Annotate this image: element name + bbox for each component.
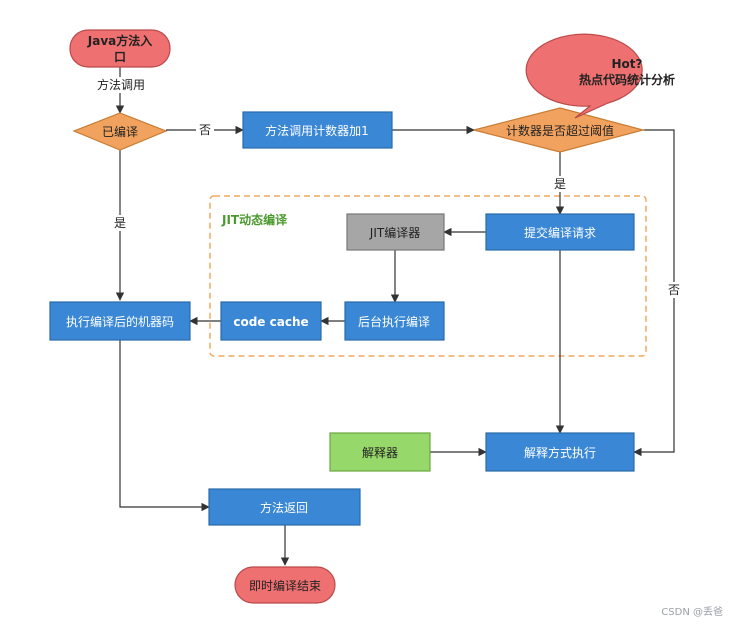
interpreter-label: 解释器 (362, 446, 398, 460)
code-cache-label: code cache (233, 315, 308, 329)
watermark: CSDN @丢爸 (661, 607, 723, 618)
execute-machine-code-node (49, 301, 191, 341)
background-compile-node (344, 301, 445, 341)
hot-callout-bubble (525, 33, 643, 119)
code-cache-node (220, 301, 322, 341)
method-return-label: 方法返回 (260, 500, 308, 515)
edge-label-yes-compiled: 是 (114, 216, 126, 230)
interpret-execute-node (485, 432, 635, 472)
submit-request-label: 提交编译请求 (524, 225, 596, 240)
background-compile-label: 后台执行编译 (358, 314, 430, 329)
execute-machine-code-label: 执行编译后的机器码 (66, 314, 174, 329)
interpreter-node (329, 432, 431, 472)
compiled-decision-label: 已编译 (102, 124, 138, 139)
start-label-line2: 口 (114, 50, 126, 64)
end-label: 即时编译结束 (249, 578, 321, 593)
edge-label-no-compiled: 否 (199, 123, 211, 137)
start-node (69, 29, 171, 68)
jit-compiler-node (346, 213, 445, 251)
jit-group-title: JIT动态编译 (221, 212, 288, 227)
submit-request-node (485, 213, 635, 251)
start-label-line1: Java方法入 (87, 33, 152, 48)
edge-label-method-call: 方法调用 (97, 77, 145, 92)
jit-compiler-label: JIT编译器 (369, 225, 420, 240)
end-node (234, 566, 336, 604)
jit-group-box (209, 195, 647, 357)
interpret-execute-label: 解释方式执行 (524, 445, 596, 460)
edge-execute-to-return (119, 340, 210, 512)
threshold-decision-node (473, 107, 646, 153)
hot-callout-line2: 热点代码统计分析 (579, 72, 675, 87)
edge-label-yes-threshold: 是 (554, 177, 566, 191)
inc-counter-node (242, 111, 393, 149)
compiled-decision-node (72, 112, 168, 151)
edge-label-no-threshold: 否 (668, 283, 680, 297)
inc-counter-label: 方法调用计数器加1 (265, 123, 369, 138)
hot-callout-line1: Hot? (612, 57, 643, 71)
threshold-decision-label: 计数器是否超过阈值 (506, 123, 614, 138)
method-return-node (208, 488, 361, 526)
